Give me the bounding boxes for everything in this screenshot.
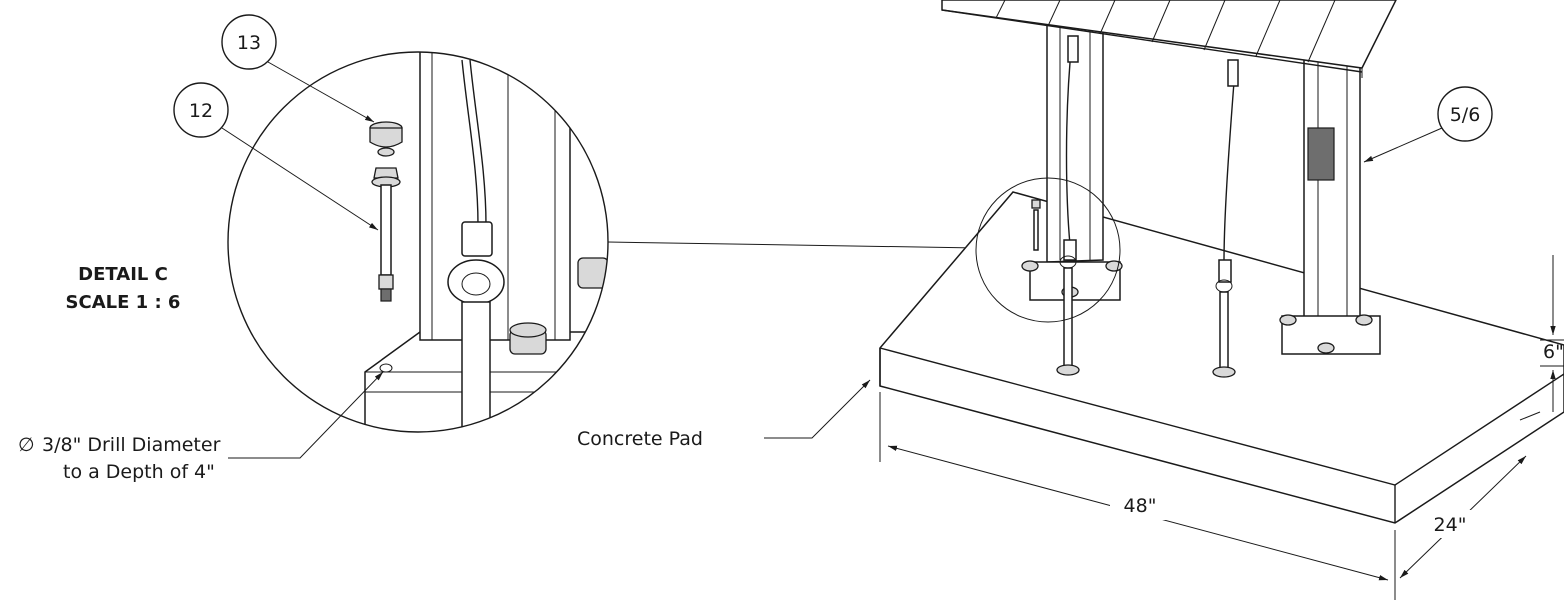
dimension-height: 6" (1540, 255, 1564, 412)
drill-diameter-symbol: ∅ (18, 434, 35, 456)
svg-text:12: 12 (189, 100, 213, 122)
concrete-pad-callout: Concrete Pad (577, 379, 871, 450)
right-post (1303, 39, 1361, 321)
drill-note-line1: 3/8" Drill Diameter (42, 434, 221, 456)
concrete-pad-label: Concrete Pad (577, 428, 703, 450)
post-label-plate (1307, 127, 1335, 181)
solar-panel (941, 0, 1397, 78)
detail-c-view (227, 51, 609, 433)
anchor-bolt (371, 167, 401, 302)
svg-text:5/6: 5/6 (1450, 104, 1481, 126)
balloon-13: 13 (221, 14, 375, 123)
bolt-cap (369, 121, 403, 157)
balloon-12: 12 (173, 82, 379, 231)
left-post (1046, 0, 1104, 263)
anchor-bolt-small (1031, 199, 1041, 251)
dimension-width-label: 24" (1434, 514, 1467, 536)
right-cable-rod (1212, 59, 1239, 378)
corner-nut-left (509, 322, 547, 355)
detail-c-source-circle (975, 177, 1121, 323)
dimension-length: 48" (879, 392, 1396, 600)
cable (461, 59, 479, 226)
dimension-height-label: 6" (1543, 341, 1564, 363)
detail-callout-line (607, 241, 979, 249)
corner-nut-right (577, 257, 608, 289)
right-base-plate (1279, 314, 1381, 355)
drill-note-line2: to a Depth of 4" (63, 461, 215, 483)
svg-text:13: 13 (237, 32, 261, 54)
drill-hole (379, 363, 393, 373)
balloon-5-6: 5/6 (1363, 86, 1493, 163)
detail-scale: SCALE 1 : 6 (66, 292, 181, 313)
detail-title: DETAIL C (78, 264, 168, 285)
dimension-width: 24" (1399, 411, 1541, 579)
main-view (879, 0, 1564, 524)
drill-note-leader (292, 371, 384, 459)
eye-ring (447, 259, 505, 305)
dimension-length-label: 48" (1124, 495, 1157, 517)
ground-rod (461, 301, 491, 432)
ferrule (461, 221, 493, 257)
